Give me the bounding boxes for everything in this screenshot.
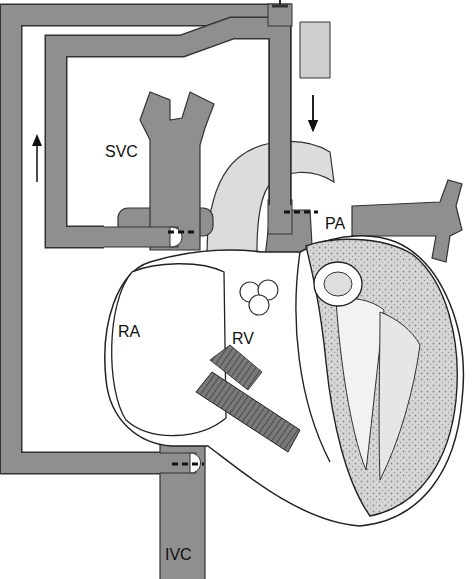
anatomy-label: SVC bbox=[105, 143, 138, 161]
anatomy-label: RV bbox=[232, 330, 254, 348]
arch-vessel bbox=[300, 22, 330, 78]
anatomy-label: RA bbox=[118, 323, 140, 341]
cannula-tip bbox=[170, 227, 182, 247]
clamp-bar bbox=[272, 5, 288, 8]
right-atrium-wall bbox=[112, 264, 226, 436]
papillary-muscle bbox=[379, 312, 420, 480]
anatomy-label: IVC bbox=[165, 546, 192, 564]
heart-chamber: RV bbox=[226, 326, 266, 354]
anastomosis-mark bbox=[172, 463, 204, 466]
flow-arrow bbox=[312, 95, 314, 124]
mitral-valve bbox=[324, 272, 352, 296]
ventricle-cavity bbox=[336, 298, 384, 470]
flow-arrow bbox=[36, 140, 38, 182]
trabeculae bbox=[210, 345, 262, 390]
flow-arrow-head bbox=[32, 134, 42, 146]
vessel-region: SVC bbox=[104, 95, 216, 245]
flow-arrow-head bbox=[308, 120, 318, 132]
mitral-valve bbox=[314, 262, 362, 306]
left-ventricle-wall bbox=[306, 239, 457, 516]
valve-leaflet bbox=[249, 295, 269, 315]
flow-arrow bbox=[312, 95, 314, 124]
anatomy-label: PA bbox=[325, 215, 345, 233]
clamp-body bbox=[268, 4, 292, 26]
bypass-tube bbox=[11, 15, 318, 463]
vessel-region: IVC bbox=[160, 445, 205, 579]
anastomosis-mark bbox=[284, 211, 318, 214]
superior-vena-cava bbox=[140, 92, 214, 250]
cannula bbox=[268, 200, 292, 234]
anastomosis-mark bbox=[168, 231, 196, 234]
tube-fill bbox=[11, 15, 280, 463]
cannula bbox=[100, 227, 178, 247]
clamp-stem bbox=[279, 0, 281, 6]
tube-outline bbox=[56, 28, 280, 237]
heart-chamber: RA bbox=[110, 318, 154, 346]
clamp-symbol bbox=[268, 0, 292, 26]
vessel-region: PA bbox=[268, 205, 354, 237]
heart-outline bbox=[105, 236, 464, 526]
tube-fill bbox=[56, 28, 280, 237]
bypass-tube bbox=[56, 28, 318, 237]
flow-arrow-head bbox=[308, 120, 318, 132]
tube-outline bbox=[11, 15, 280, 463]
